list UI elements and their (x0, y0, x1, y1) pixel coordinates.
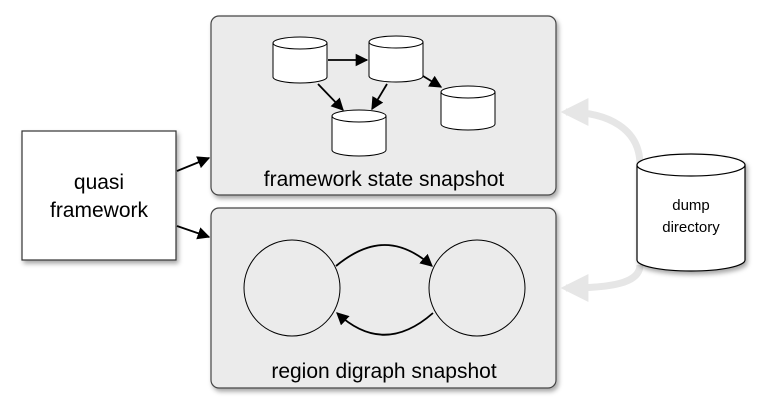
arrow-db2-to-db3 (371, 83, 388, 111)
region-node-left (243, 239, 341, 337)
quasi-framework-label-line1: quasi (74, 171, 124, 194)
framework-state-snapshot-label: framework state snapshot (264, 168, 505, 191)
arrow-db1-to-db3 (317, 83, 344, 111)
arrow-dump-to-state (560, 98, 644, 166)
arrow-region-left-to-right (335, 244, 433, 267)
arrow-dump-to-digraph (560, 264, 644, 302)
arrow-framework-to-state (176, 156, 211, 172)
dump-directory-label-line1: dump (672, 197, 710, 214)
state-database-2 (368, 35, 424, 83)
state-database-4 (440, 85, 496, 131)
arrow-framework-to-digraph (176, 225, 211, 240)
framework-state-snapshot-panel: framework state snapshot (210, 15, 557, 196)
arrow-db2-to-db4 (422, 75, 443, 88)
state-database-3 (331, 109, 387, 157)
dump-directory-database (636, 153, 746, 272)
state-database-1 (272, 36, 328, 84)
arrow-region-right-to-left (336, 312, 434, 336)
quasi-framework-box: quasi framework (21, 130, 177, 261)
region-digraph-snapshot-label: region digraph snapshot (271, 360, 496, 383)
dump-directory-label-line2: directory (662, 219, 720, 236)
region-node-right (428, 239, 526, 337)
region-digraph-snapshot-panel: region digraph snapshot (210, 207, 557, 389)
quasi-framework-label-line2: framework (50, 199, 149, 222)
